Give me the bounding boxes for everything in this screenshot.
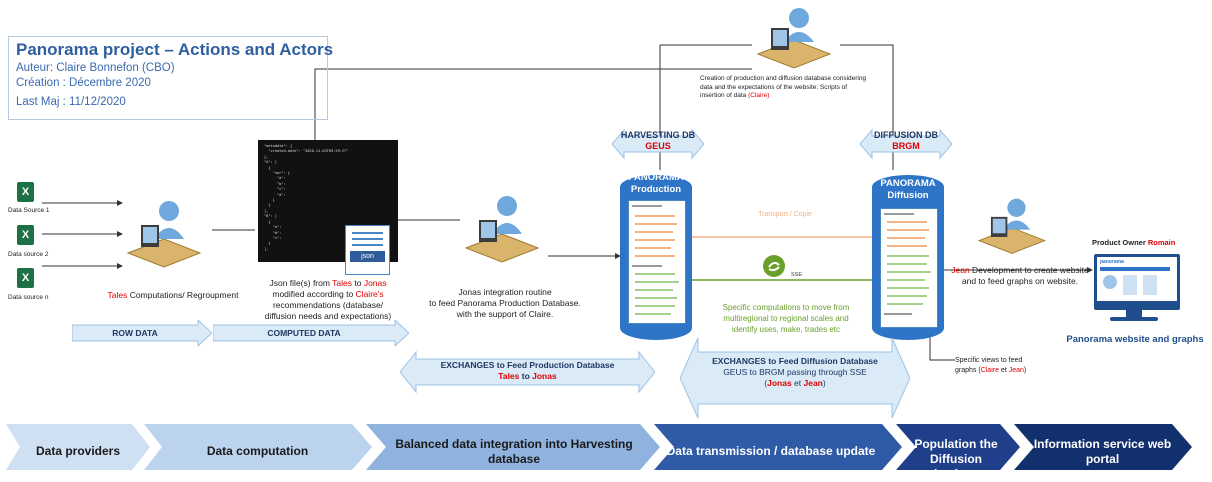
harvesting-db-arrow: [612, 128, 704, 160]
json-code-line: "B": [: [264, 214, 277, 219]
diffusion-table-list: [880, 208, 938, 328]
green-computation-text: Specific computations to move from multi…: [722, 303, 850, 334]
computed-data-label: COMPUTED DATA: [267, 328, 341, 338]
line-claire-right: [840, 44, 894, 170]
person-computer-icon: [756, 8, 832, 69]
excel-icon: X: [17, 182, 34, 202]
source-label: Data Source 1: [8, 207, 50, 214]
json-file-icon: json: [345, 225, 390, 275]
claire-caption: Creation of production and diffusion dat…: [700, 75, 867, 99]
json-code-line: "c":: [264, 235, 284, 240]
json-code-line: "A": [: [264, 160, 277, 165]
step-data-transmission: Data transmission / database update: [666, 444, 876, 458]
step-harvesting-integration: Balanced data integration into Harvestin…: [395, 437, 633, 466]
portal-caption: Panorama website and graphs: [1066, 334, 1204, 345]
json-code-line: "metadata": {: [264, 144, 293, 148]
json-code-line: },: [264, 154, 269, 159]
json-code-line: "a":: [264, 176, 288, 181]
row-data-band: [72, 320, 212, 346]
json-code-line: ],: [264, 208, 269, 213]
creation-text: Création : Décembre 2020: [16, 77, 151, 89]
line-top-claire: [314, 68, 752, 140]
last-update-text: Last Maj : 11/12/2020: [16, 96, 126, 108]
person-computer-icon: [464, 196, 540, 263]
source-label: Data source 2: [8, 251, 49, 258]
product-owner-label: Product Owner Romain: [1092, 238, 1176, 247]
excel-icon: X: [17, 225, 34, 245]
json-code-line: "created-date": "2020-11-03T09:29:27": [264, 149, 349, 154]
json-code-line: "b":: [264, 181, 288, 186]
jean-caption: Jean Development to create website and t…: [951, 265, 1089, 286]
line-json-jonas: [391, 219, 460, 230]
person-computer-icon: [977, 198, 1046, 254]
excel-icon: X: [17, 268, 34, 288]
tales-caption: Tales Computations/ Regroupment: [107, 290, 239, 300]
step-web-portal: Information service web portal: [1033, 437, 1172, 466]
step-data-providers: Data providers: [35, 444, 121, 458]
sse-label: SSE: [791, 272, 803, 278]
source-label: Data source n: [8, 294, 49, 301]
json-code-line: "ser": {: [264, 171, 290, 176]
person-computer-icon: [126, 201, 202, 268]
step-data-computation: Data computation: [206, 444, 309, 458]
specific-views-caption: Specific views to feed graphs (Claire et…: [955, 357, 1027, 374]
monitor-stand: [1126, 307, 1142, 317]
json-code-line: }: [264, 203, 271, 208]
exchange-diffusion-label: EXCHANGES to Feed Diffusion Database GEU…: [712, 356, 878, 388]
jonas-caption: Jonas integration routine to feed Panora…: [429, 287, 581, 319]
json-code-line: }: [264, 241, 271, 246]
json-badge: json: [350, 251, 385, 262]
sync-icon: [763, 255, 785, 277]
page-title: Panorama project – Actions and Actors: [16, 40, 334, 59]
author-text: Auteur: Claire Bonnefon (CBO): [16, 62, 175, 74]
row-data-label: ROW DATA: [112, 328, 158, 338]
json-code-line: "d":: [264, 192, 288, 197]
production-table-list: [628, 200, 686, 324]
web-portal-screen: panorama: [1094, 254, 1180, 310]
json-code-line: "a":: [264, 225, 284, 230]
json-code-line: {: [264, 165, 271, 170]
json-code-line: {: [264, 219, 271, 224]
portal-brand: panorama: [1100, 259, 1124, 265]
exchange-production-label: EXCHANGES to Feed Production Database Ta…: [440, 360, 615, 381]
exchange-production-band: [400, 350, 655, 394]
title-box: [8, 36, 328, 120]
json-code-line: ],: [264, 246, 269, 251]
orange-transfer-label: Transport / Copie: [758, 211, 812, 218]
step-diffusion-population: Population the Diffusion database: [914, 437, 998, 481]
monitor-base: [1110, 317, 1158, 321]
computed-data-band: [213, 320, 409, 346]
json-code-line: "b":: [264, 230, 284, 235]
diffusion-db-arrow: [860, 128, 952, 160]
process-chevron-bar: [6, 424, 1192, 470]
json-code-line: }: [264, 198, 275, 203]
exchange-diffusion-band: [680, 337, 910, 419]
json-caption: Json file(s) from Tales to Jonas modifie…: [264, 278, 392, 321]
json-code-line: "c":: [264, 187, 288, 192]
